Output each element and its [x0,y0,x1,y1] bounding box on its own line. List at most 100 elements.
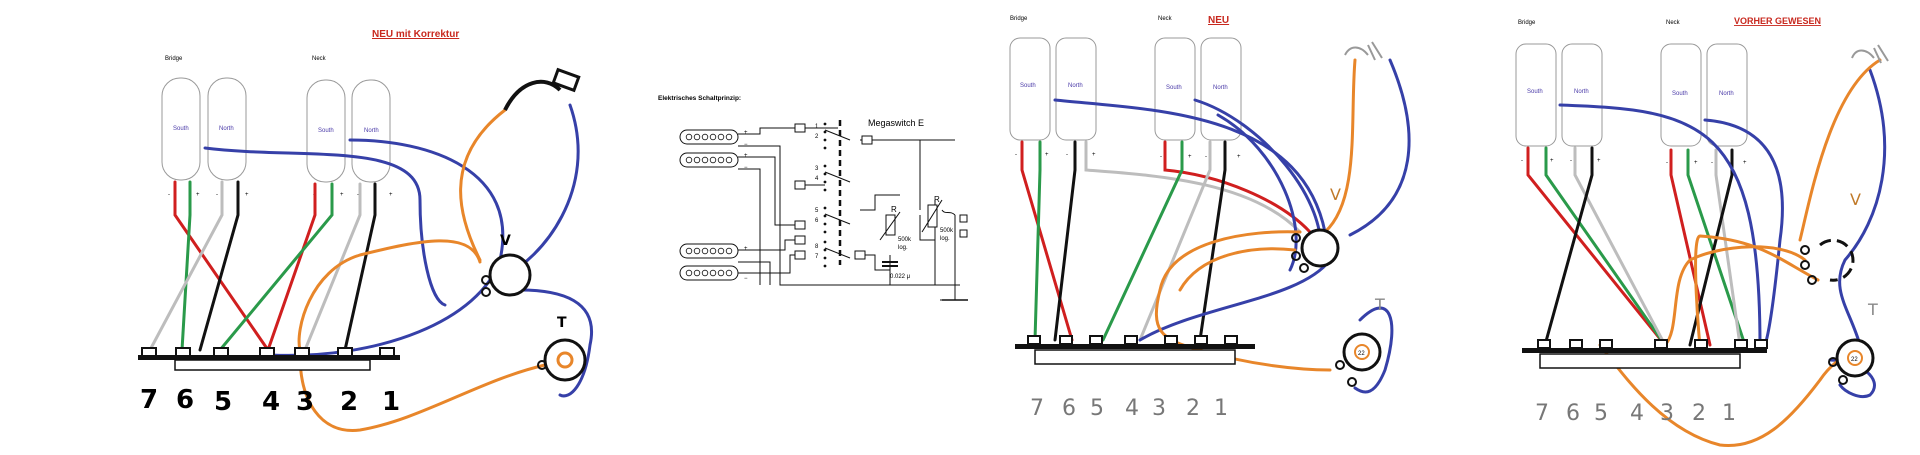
panel1-volume-lug [481,275,491,285]
panel4-pole-mark: - [1666,160,1668,166]
panel4-switch-number: 6 [1566,401,1580,426]
panel4-bridge-label: Bridge [1518,20,1536,26]
panel4-pole-mark: - [1570,158,1572,164]
panel3-pole-mark: + [1188,154,1192,160]
panel2-pole-mark: − [744,142,748,148]
panel4-volume-lug [1807,275,1817,285]
panel4-pickup-neck-south [1660,43,1702,147]
panel3-pole-mark: - [1205,154,1207,160]
panel4-pickup-bridge-north [1561,43,1603,147]
panel1-switch-lugs [141,347,395,357]
panel1-jack-plug [503,79,562,111]
panel4-volume-pot [1819,238,1855,282]
panel3-volume-lug [1291,251,1301,261]
panel3-pickup-neck-north [1200,37,1242,141]
panel1-pickup-neck-south [306,79,346,183]
panel1-pickup-bridge-north [207,77,247,181]
panel2-pot1-label: R [891,205,897,214]
panel4-pickup-label-3: South [1672,91,1688,97]
panel2-lug-number: 2 [815,134,819,140]
panel1-tone-label: T [557,315,567,331]
panel3-tone-value: 22 [1358,351,1365,357]
panel1-wires [148,103,593,432]
panel3-volume-lug [1299,263,1309,273]
panel4-jack-tip [1873,44,1889,64]
panel2-lug-number: 7 [815,254,819,260]
panel3-tone-label: T [1374,295,1385,314]
panel4-volume-label: V [1850,190,1861,209]
panel3-switch-number: 3 [1152,396,1166,421]
panel3-pole-mark: - [1066,152,1068,158]
panel2-wiring [738,127,965,301]
panel4-tone-label: T [1867,300,1878,319]
panel2-pot2-value: 500k [940,228,954,234]
panel1-pickup-bridge-south [161,77,201,181]
panel2-switch-lugs [794,123,873,260]
panel2-output-wire [941,209,956,216]
panel1-jack-tip [551,67,581,93]
panel-neu-mit-korrektur: NEU mit Korrektur Bridge Neck South Nort… [138,29,593,432]
panel4-pole-mark: + [1550,158,1554,164]
panel3-pickup-bridge-south [1009,37,1051,141]
panel2-pole-mark: + [744,246,748,252]
panel1-pole-mark: + [245,192,249,198]
panel4-pickup-label-4: North [1719,91,1734,97]
panel1-bridge-label: Bridge [165,56,183,62]
panel3-volume-pot [1300,228,1340,268]
panel3-pole-mark: - [1160,154,1162,160]
panel4-switch-number: 4 [1630,401,1644,426]
panel3-switch-number: 6 [1062,396,1076,421]
panel3-switch-number: 5 [1090,396,1104,421]
panel2-output-sleeve [959,229,968,238]
panel1-tone-pot [543,338,587,382]
panel2-lug-number: 5 [815,208,819,214]
panel2-pickup-bridge [679,243,739,281]
panel4-switch-number: 2 [1692,401,1706,426]
panel3-jack-tip [1367,41,1383,61]
panel4-tone-cap [1847,350,1863,366]
panel3-pole-mark: + [1092,152,1096,158]
panel1-title: NEU mit Korrektur [372,29,459,40]
panel4-volume-lug [1800,260,1810,270]
panel2-tone-pot-arrow [879,211,901,241]
panel4-volume-lug [1800,245,1810,255]
panel2-pot2-label: R [934,195,940,204]
panel2-pole-mark: − [744,276,748,282]
panel2-pickup-neck [679,129,739,145]
panel3-pickup-label-3: South [1166,85,1182,91]
panel4-switch-bar [1522,348,1767,353]
panel2-switch-contacts [824,129,851,259]
panel1-pickup-label-4: North [364,128,379,134]
panel2-volume-pot-arrow [921,199,943,233]
panel2-pole-mark: − [744,165,748,171]
panel2-pickup-middle [679,152,739,168]
panel3-volume-lug [1291,233,1301,243]
panel2-pot2-taper: log. [940,236,950,242]
panel4-switch-number: 5 [1594,401,1608,426]
panel1-pole-mark: - [357,192,359,198]
panel4-pole-mark: + [1597,158,1601,164]
panel2-pot1-taper: log. [898,245,908,251]
panel2-pot1-value: 500k [898,237,912,243]
panel4-switch-number: 7 [1535,401,1549,426]
panel2-lug-number: 4 [815,176,819,182]
panel1-pickup-label-3: South [318,128,334,134]
panel2-title: Elektrisches Schaltprinzip: [658,95,741,102]
panel3-tone-lug [1335,360,1345,370]
panel1-pickup-label-1: South [173,126,189,132]
panel4-wires [1526,58,1887,448]
panel3-bridge-label: Bridge [1010,16,1028,22]
panel1-switch-bar [138,355,400,360]
panel4-tone-lug [1828,357,1838,367]
panel2-pole-mark: + [744,153,748,159]
panel3-switch-bar [1015,344,1255,349]
panel1-pole-mark: + [389,192,393,198]
panel3-title: NEU [1208,15,1229,26]
panel3-volume-label: V [1330,185,1341,204]
panel4-pole-mark: + [1743,160,1747,166]
panel2-lug-number: 8 [815,244,819,250]
panel1-pickup-label-2: North [219,126,234,132]
panel4-pickup-label-2: North [1574,89,1589,95]
panel4-switch-number: 3 [1660,401,1674,426]
